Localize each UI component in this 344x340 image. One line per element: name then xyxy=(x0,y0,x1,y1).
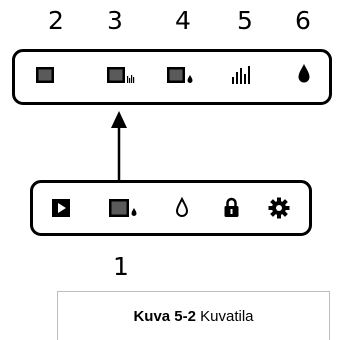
drop-outline-icon[interactable] xyxy=(175,196,189,218)
picture-histogram-icon[interactable] xyxy=(106,66,136,84)
label-6: 6 xyxy=(295,6,311,35)
label-3: 3 xyxy=(107,6,123,35)
top-mode-panel xyxy=(12,49,332,105)
label-5: 5 xyxy=(237,6,253,35)
caption-text: Kuvatila xyxy=(195,307,254,325)
picture-drop-icon[interactable] xyxy=(166,66,194,84)
label-1: 1 xyxy=(113,252,129,281)
picture-icon[interactable] xyxy=(35,66,55,84)
bottom-toolbar-panel xyxy=(30,180,312,236)
picture-drop-icon[interactable] xyxy=(108,198,138,218)
drop-icon[interactable] xyxy=(297,63,311,84)
caption-label: Kuva 5-2 xyxy=(133,307,196,325)
histogram-icon[interactable] xyxy=(231,65,253,84)
lock-icon[interactable] xyxy=(223,197,240,218)
play-icon[interactable] xyxy=(51,198,71,218)
figure-caption: Kuva 5-2 Kuvatila xyxy=(57,291,330,340)
label-4: 4 xyxy=(175,6,191,35)
label-2: 2 xyxy=(48,6,64,35)
gear-icon[interactable] xyxy=(268,197,290,219)
